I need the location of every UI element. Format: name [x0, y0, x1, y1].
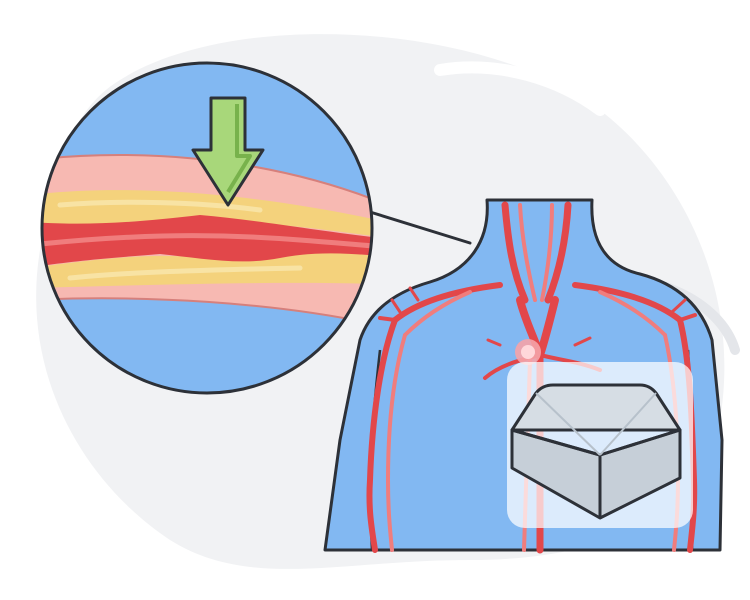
magnified-artery-view [40, 61, 374, 395]
heart-highlight [515, 339, 541, 365]
down-arrow-icon [191, 96, 265, 207]
callout-line [368, 210, 472, 245]
keycap-watermark [507, 362, 693, 528]
